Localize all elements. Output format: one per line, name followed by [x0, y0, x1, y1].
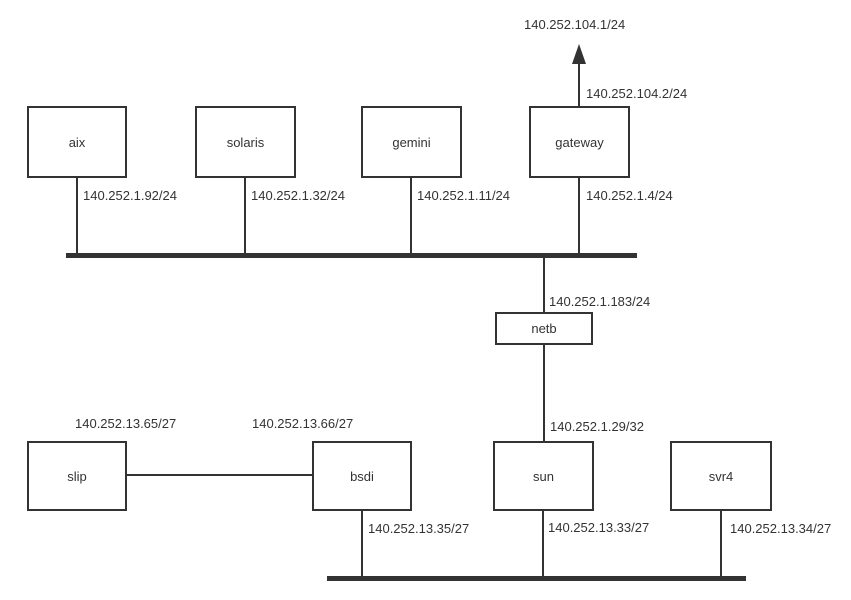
ip-label-bsdi-slip: 140.252.13.66/27 — [252, 416, 354, 431]
node-gemini-label: gemini — [392, 134, 431, 150]
ip-label-aix: 140.252.1.92/24 — [83, 188, 177, 203]
node-solaris-label: solaris — [226, 134, 265, 150]
ip-label-svr4: 140.252.13.34/27 — [730, 521, 832, 536]
node-netb-label: netb — [531, 321, 557, 336]
connector-gemini-bus — [410, 178, 412, 253]
ip-label-bsdi: 140.252.13.35/27 — [368, 521, 470, 536]
connector-bsdi-bus — [361, 511, 363, 576]
node-sun-label: sun — [533, 468, 554, 484]
node-slip-label: slip — [67, 468, 87, 484]
ethernet-bus-bottom — [327, 576, 746, 581]
ip-label-gateway: 140.252.1.4/24 — [586, 188, 673, 203]
node-gateway-label: gateway — [555, 134, 604, 150]
ethernet-bus-top — [66, 253, 637, 258]
node-aix: aix — [27, 106, 127, 178]
connector-bus-netb — [543, 258, 545, 312]
connector-sun-bus — [542, 511, 544, 576]
ip-label-netb: 140.252.1.183/24 — [549, 294, 651, 309]
connector-gateway-bus — [578, 178, 580, 253]
node-bsdi: bsdi — [312, 441, 412, 511]
node-slip: slip — [27, 441, 127, 511]
node-svr4-label: svr4 — [708, 468, 734, 484]
node-gateway: gateway — [529, 106, 630, 178]
node-svr4: svr4 — [670, 441, 772, 511]
ip-label-gateway-serial: 140.252.104.2/24 — [586, 86, 688, 101]
arrow-up-icon — [572, 44, 586, 64]
ip-label-netb-sun: 140.252.1.29/32 — [550, 419, 644, 434]
ip-label-remote-serial: 140.252.104.1/24 — [524, 17, 626, 32]
node-netb: netb — [495, 312, 593, 345]
ip-label-sun: 140.252.13.33/27 — [548, 520, 650, 535]
ip-label-gemini: 140.252.1.11/24 — [417, 188, 511, 203]
ip-label-slip: 140.252.13.65/27 — [75, 416, 177, 431]
connector-svr4-bus — [720, 511, 722, 576]
node-gemini: gemini — [361, 106, 462, 178]
connector-solaris-bus — [244, 178, 246, 253]
node-aix-label: aix — [68, 134, 86, 150]
connector-aix-bus — [76, 178, 78, 253]
connector-gateway-serial — [578, 58, 580, 106]
node-bsdi-label: bsdi — [350, 468, 374, 484]
connector-slip-bsdi — [127, 474, 312, 476]
node-sun: sun — [493, 441, 594, 511]
ip-label-solaris: 140.252.1.32/24 — [251, 188, 345, 203]
node-solaris: solaris — [195, 106, 296, 178]
connector-netb-sun — [543, 345, 545, 441]
